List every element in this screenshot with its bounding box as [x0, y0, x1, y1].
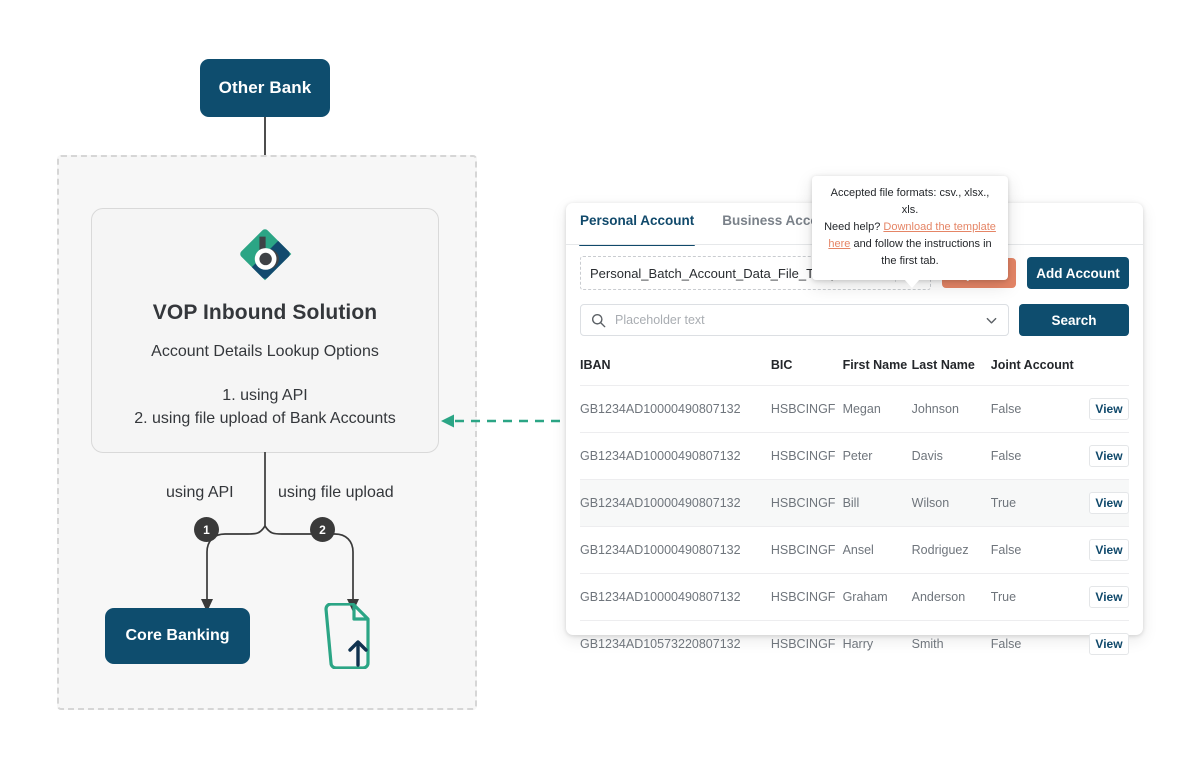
cell-first-name: Bill	[842, 479, 912, 527]
account-type-tabs: Personal Account Business Account	[566, 203, 854, 246]
cell-joint-account: False	[990, 620, 1089, 667]
view-button[interactable]: View	[1089, 445, 1129, 467]
view-button[interactable]: View	[1089, 492, 1129, 514]
tab-business-account[interactable]: Business Account	[708, 203, 853, 243]
table-header-row: IBAN BIC First Name Last Name Joint Acco…	[580, 358, 1129, 386]
cell-iban: GB1234AD10573220807132	[580, 620, 771, 667]
search-row: Search	[580, 304, 1129, 336]
chevron-down-icon[interactable]	[985, 314, 998, 327]
cell-joint-account: False	[990, 432, 1089, 480]
column-header-joint-account: Joint Account	[990, 358, 1074, 372]
cell-actions: View	[1089, 385, 1129, 433]
cell-first-name: Peter	[842, 432, 912, 480]
tab-personal-account[interactable]: Personal Account	[566, 203, 708, 246]
tooltip-line-1: Accepted file formats: csv., xlsx., xls.	[830, 187, 990, 217]
other-bank-label: Other Bank	[218, 78, 312, 97]
cell-actions: View	[1089, 432, 1129, 480]
view-button[interactable]: View	[1089, 633, 1129, 655]
cell-bic: HSBCINGF	[770, 526, 843, 574]
vop-inbound-card: VOP Inbound Solution Account Details Loo…	[91, 208, 439, 453]
add-account-button[interactable]: Add Account	[1027, 257, 1129, 289]
core-banking-label: Core Banking	[125, 627, 230, 644]
file-upload-icon	[324, 603, 370, 669]
download-template-link[interactable]: Download the template	[883, 221, 996, 234]
cell-first-name: Megan	[842, 385, 912, 433]
view-button[interactable]: View	[1089, 398, 1129, 420]
vop-subtitle: Account Details Lookup Options	[151, 343, 379, 360]
cell-actions: View	[1089, 573, 1129, 621]
cell-actions: View	[1089, 620, 1129, 667]
accounts-table-head: IBAN BIC First Name Last Name Joint Acco…	[580, 358, 1129, 386]
cell-last-name: Smith	[911, 620, 991, 667]
cell-joint-account: False	[990, 526, 1089, 574]
column-header-actions	[1089, 358, 1129, 386]
cell-iban: GB1234AD10000490807132	[580, 385, 771, 433]
column-header-last-name: Last Name	[911, 358, 975, 372]
cell-joint-account: True	[990, 573, 1089, 621]
cell-bic: HSBCINGF	[770, 479, 843, 527]
cell-bic: HSBCINGF	[770, 573, 843, 621]
core-banking-node: Core Banking	[105, 608, 250, 664]
file-format-tooltip: Accepted file formats: csv., xlsx., xls.…	[812, 176, 1008, 289]
branch-connector	[201, 452, 359, 612]
branch-label-file-upload: using file upload	[278, 484, 394, 501]
search-icon	[591, 313, 606, 327]
step-badge-2: 2	[310, 517, 335, 542]
search-button[interactable]: Search	[1019, 304, 1129, 336]
cell-bic: HSBCINGF	[770, 620, 843, 667]
column-header-first-name: First Name	[842, 358, 908, 372]
view-button[interactable]: View	[1089, 539, 1129, 561]
cell-actions: View	[1089, 479, 1129, 527]
branch-label-api: using API	[166, 484, 234, 501]
selected-file-name: Personal_Batch_Account_Data_File_Templat…	[590, 265, 864, 281]
column-header-iban: IBAN	[580, 358, 611, 372]
column-header-bic: BIC	[770, 358, 793, 372]
accounts-table: IBAN BIC First Name Last Name Joint Acco…	[580, 358, 1129, 667]
bank-logo-diamond-b-icon	[240, 229, 292, 281]
cell-first-name: Ansel	[842, 526, 912, 574]
cell-first-name: Graham	[842, 573, 912, 621]
green-dashed-arrow-left-icon	[441, 414, 576, 428]
cell-bic: HSBCINGF	[770, 385, 843, 433]
cell-last-name: Johnson	[911, 385, 991, 433]
other-bank-node: Other Bank	[200, 59, 330, 117]
step-badge-2-label: 2	[319, 522, 326, 537]
cell-iban: GB1234AD10000490807132	[580, 526, 771, 574]
cell-bic: HSBCINGF	[770, 432, 843, 480]
cell-last-name: Anderson	[911, 573, 991, 621]
vop-option-1: 1. using API	[222, 387, 308, 404]
search-field[interactable]	[580, 304, 1009, 336]
search-input[interactable]	[615, 313, 976, 327]
cell-iban: GB1234AD10000490807132	[580, 432, 771, 480]
cell-iban: GB1234AD10000490807132	[580, 573, 771, 621]
tab-personal-account-label: Personal Account	[580, 213, 695, 228]
step-badge-1-label: 1	[203, 522, 210, 537]
cell-last-name: Wilson	[911, 479, 991, 527]
step-badge-1: 1	[194, 517, 219, 542]
cell-joint-account: True	[990, 479, 1089, 527]
cell-joint-account: False	[990, 385, 1089, 433]
here-link[interactable]: here	[828, 238, 851, 251]
cell-actions: View	[1089, 526, 1129, 574]
cell-last-name: Rodriguez	[911, 526, 991, 574]
tooltip-need-help-text: Need help?	[824, 221, 884, 234]
vop-option-2: 2. using file upload of Bank Accounts	[134, 410, 396, 427]
tooltip-line-2: Need help? Download the template here an…	[823, 219, 997, 270]
tooltip-instructions-text: and follow the instructions in the first…	[850, 238, 992, 268]
view-button[interactable]: View	[1089, 586, 1129, 608]
tab-business-account-label: Business Account	[722, 213, 840, 228]
vop-title: VOP Inbound Solution	[152, 301, 378, 324]
cell-first-name: Harry	[842, 620, 912, 667]
cell-iban: GB1234AD10000490807132	[580, 479, 771, 527]
cell-last-name: Davis	[911, 432, 991, 480]
